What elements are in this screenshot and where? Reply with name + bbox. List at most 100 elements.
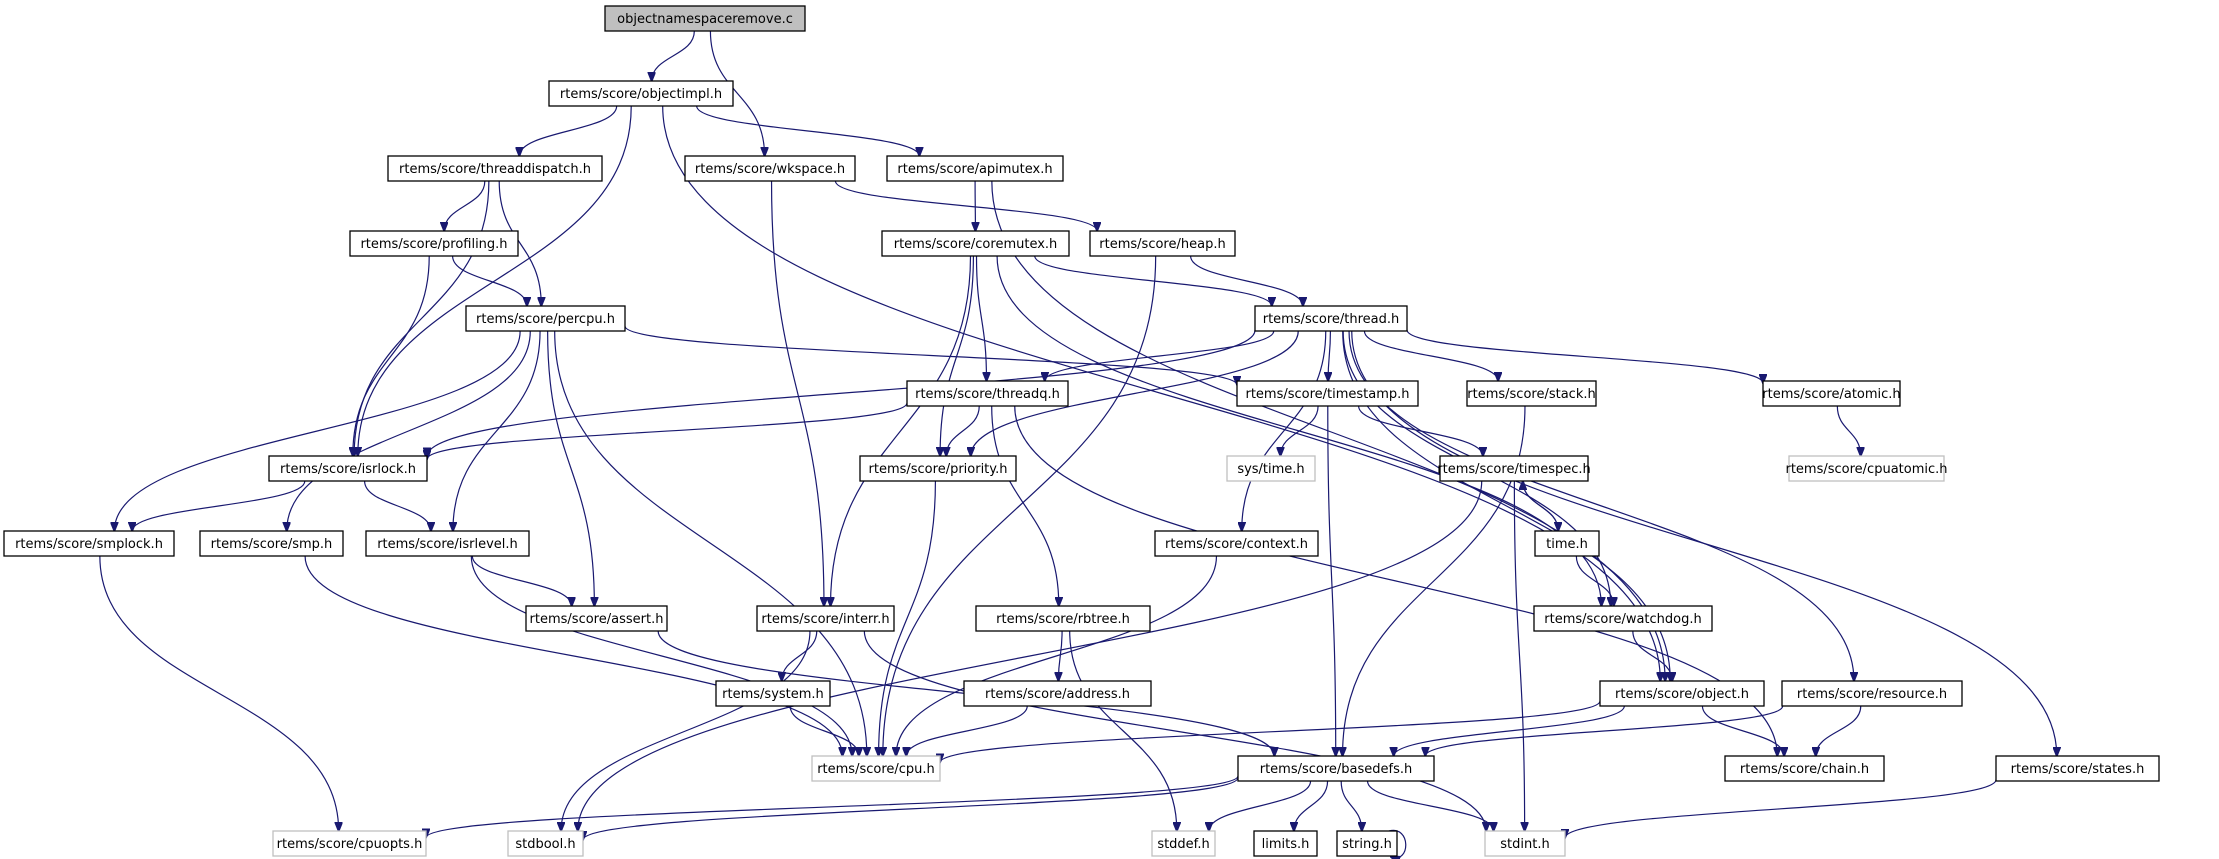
edge-isrlock-to-isrlevel (363, 480, 431, 531)
edge-objectimpl-to-isrlock (358, 105, 632, 456)
node-box (1484, 830, 1566, 857)
node-label: rtems/score/threaddispatch.h (399, 162, 591, 177)
edge-thread-to-threadq (1045, 330, 1275, 381)
edge-wkspace-to-heap (834, 180, 1097, 231)
edge-system-to-cpu (789, 705, 859, 756)
node-label: rtems/score/address.h (985, 687, 1130, 702)
node-box (1236, 380, 1419, 407)
edge-percpu-to-smplock (114, 330, 521, 531)
node-label: rtems/score/states.h (2011, 762, 2145, 777)
node-label: sys/time.h (1237, 462, 1304, 477)
node-smplock[interactable]: rtems/score/smplock.h (3, 530, 175, 557)
node-stdint: stdint.h (1484, 830, 1566, 857)
node-threaddispatch[interactable]: rtems/score/threaddispatch.h (387, 155, 603, 182)
node-interr[interactable]: rtems/score/interr.h (756, 605, 895, 632)
node-basedefs[interactable]: rtems/score/basedefs.h (1237, 755, 1435, 782)
node-label: rtems/score/wkspace.h (695, 162, 845, 177)
node-stdbool: stdbool.h (507, 830, 584, 857)
node-label: rtems/score/chain.h (1740, 762, 1869, 777)
node-states[interactable]: rtems/score/states.h (1995, 755, 2160, 782)
node-box (963, 680, 1152, 707)
node-box (365, 530, 530, 557)
node-stddef: stddef.h (1151, 830, 1216, 857)
edge-root-to-wkspace (709, 30, 764, 156)
node-box (1781, 680, 1963, 707)
edge-threadq-to-isrlock (427, 402, 908, 459)
edge-priority-to-cpu (879, 480, 937, 756)
edge-basedefs-to-limits (1294, 780, 1329, 831)
node-heap[interactable]: rtems/score/heap.h (1089, 230, 1236, 257)
node-stack[interactable]: rtems/score/stack.h (1466, 380, 1597, 407)
node-context[interactable]: rtems/score/context.h (1154, 530, 1319, 557)
node-box (1995, 755, 2160, 782)
node-wkspace[interactable]: rtems/score/wkspace.h (684, 155, 856, 182)
edge-thread-to-atomic (1406, 329, 1763, 383)
edge-timespec-to-stdbool (578, 480, 1483, 831)
edge-coremutex-to-threadq (975, 255, 987, 381)
edge-heap-to-thread (1189, 255, 1303, 306)
node-coremutex[interactable]: rtems/score/coremutex.h (881, 230, 1070, 257)
edge-object-to-basedefs (1394, 705, 1625, 756)
node-assert[interactable]: rtems/score/assert.h (525, 605, 668, 632)
node-box (604, 5, 806, 32)
node-label: rtems/score/cpuatomic.h (1785, 462, 1947, 477)
edge-timespec-to-stdint (1513, 480, 1524, 831)
node-chain[interactable]: rtems/score/chain.h (1724, 755, 1885, 782)
node-isrlock[interactable]: rtems/score/isrlock.h (268, 455, 428, 482)
edge-percpu-to-timestamp (624, 325, 1237, 385)
edge-basedefs-to-stddef (1209, 780, 1312, 831)
node-thread[interactable]: rtems/score/thread.h (1254, 305, 1408, 332)
node-box (756, 605, 895, 632)
edge-states-to-stdint (1565, 779, 1997, 839)
edge-rbtree-to-stddef (1069, 630, 1177, 831)
edge-context-to-cpu (896, 555, 1218, 756)
edge-interr-to-stdint (863, 630, 1486, 831)
node-root[interactable]: objectnamespaceremove.c (604, 5, 806, 32)
node-address[interactable]: rtems/score/address.h (963, 680, 1152, 707)
node-smp[interactable]: rtems/score/smp.h (199, 530, 344, 557)
node-object[interactable]: rtems/score/object.h (1599, 680, 1765, 707)
node-limits[interactable]: limits.h (1253, 830, 1318, 857)
node-string[interactable]: string.h (1336, 830, 1398, 857)
edge-thread-to-isrlock (427, 330, 1256, 456)
edge-basedefs-to-stdint (1366, 780, 1494, 831)
node-system[interactable]: rtems/system.h (715, 680, 831, 707)
node-threadq[interactable]: rtems/score/threadq.h (906, 380, 1069, 407)
node-box (387, 155, 603, 182)
node-box (1089, 230, 1236, 257)
node-box (886, 155, 1064, 182)
node-timespec[interactable]: rtems/score/timespec.h (1437, 455, 1591, 482)
node-label: stdint.h (1500, 837, 1549, 852)
edge-percpu-to-cpu (554, 330, 867, 756)
edge-objectimpl-to-object (662, 105, 1661, 681)
node-label: rtems/score/coremutex.h (894, 237, 1058, 252)
edge-rbtree-to-address (1058, 630, 1063, 681)
node-priority[interactable]: rtems/score/priority.h (859, 455, 1017, 482)
edge-coremutex-to-thread (1034, 255, 1272, 306)
node-atomic[interactable]: rtems/score/atomic.h (1762, 380, 1901, 407)
edges-layer (99, 30, 2057, 858)
node-apimutex[interactable]: rtems/score/apimutex.h (886, 155, 1064, 182)
node-isrlevel[interactable]: rtems/score/isrlevel.h (365, 530, 530, 557)
node-label: rtems/score/timespec.h (1437, 462, 1590, 477)
node-timeh[interactable]: time.h (1534, 530, 1600, 557)
node-watchdog[interactable]: rtems/score/watchdog.h (1533, 605, 1713, 632)
node-label: rtems/score/timestamp.h (1245, 387, 1409, 402)
node-percpu[interactable]: rtems/score/percpu.h (465, 305, 626, 332)
node-timestamp[interactable]: rtems/score/timestamp.h (1236, 380, 1419, 407)
node-box (1336, 830, 1398, 857)
node-box (684, 155, 856, 182)
node-box (975, 605, 1151, 632)
edge-root-to-objectimpl (652, 30, 695, 81)
edge-timeh-to-timespec (1523, 481, 1559, 532)
edge-threadq-to-priority (946, 405, 980, 456)
node-profiling[interactable]: rtems/score/profiling.h (349, 230, 519, 257)
node-box (1788, 455, 1945, 482)
node-label: stddef.h (1157, 837, 1209, 852)
node-rbtree[interactable]: rtems/score/rbtree.h (975, 605, 1151, 632)
node-box (1724, 755, 1885, 782)
node-resource[interactable]: rtems/score/resource.h (1781, 680, 1963, 707)
edge-percpu-to-smp (287, 330, 531, 531)
node-objectimpl[interactable]: rtems/score/objectimpl.h (548, 80, 734, 107)
